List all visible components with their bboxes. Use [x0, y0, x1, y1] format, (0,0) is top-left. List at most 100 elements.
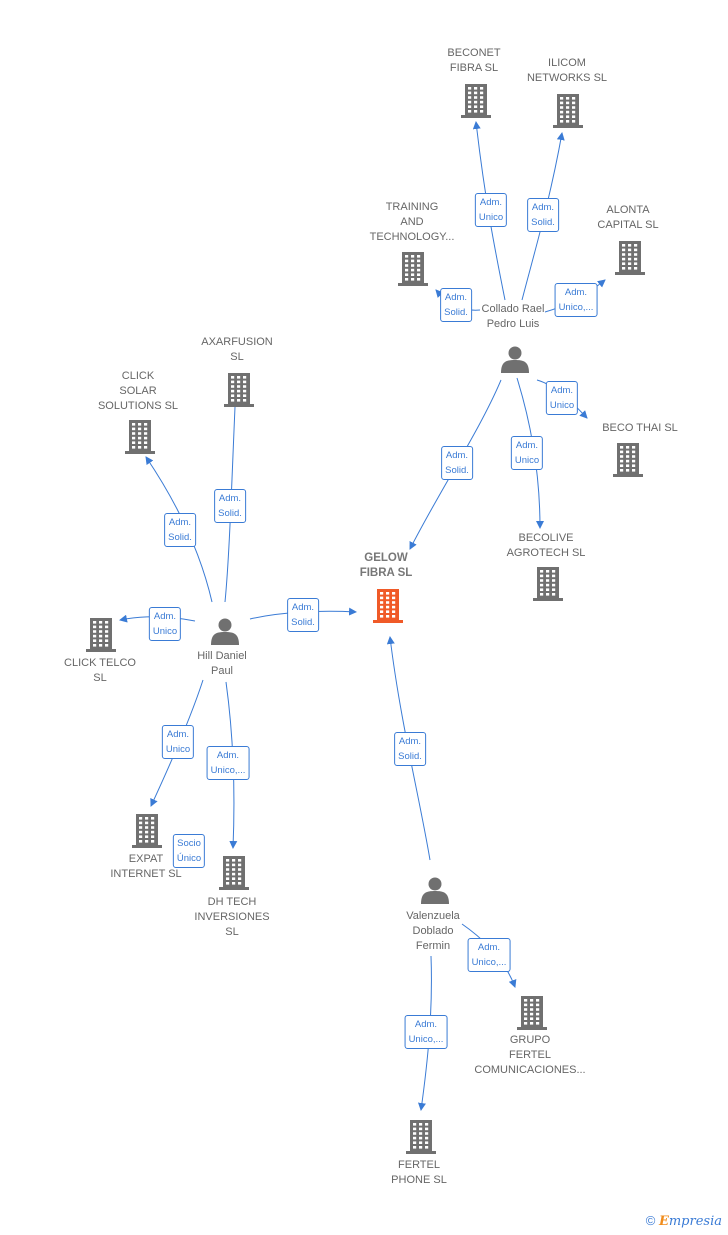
- edge-label-line: Solid.: [531, 217, 555, 228]
- node-label-line: COMUNICACIONES...: [474, 1063, 586, 1076]
- node-label-line: AND: [400, 215, 424, 228]
- edge-label-collado-to-training[interactable]: Adm.Solid.: [440, 288, 472, 322]
- node-label-line: ILICOM: [548, 57, 586, 69]
- node-label-line: FERTEL: [398, 1159, 440, 1171]
- edge-label-line: Unico,...: [558, 302, 594, 313]
- building-icon-becothai[interactable]: [613, 443, 643, 477]
- node-label-gelow[interactable]: GELOW FIBRA SL: [360, 551, 413, 581]
- edge-label-line: Solid.: [168, 532, 192, 543]
- edge-label-line: Adm.: [515, 440, 539, 451]
- node-label-clicksolar[interactable]: CLICK SOLAR SOLUTIONS SL: [98, 369, 178, 414]
- edge-label-line: Solid.: [445, 465, 469, 476]
- edge-label-hill-to-clicksolar[interactable]: Adm. Solid.: [164, 513, 196, 547]
- building-icon-gelow[interactable]: [373, 589, 403, 623]
- edge-label-line: Adm.: [218, 493, 242, 504]
- node-label-line: TRAINING: [385, 200, 439, 213]
- edge-label-line: Solid.: [444, 307, 468, 318]
- edge-label-line: Unico: [165, 744, 191, 755]
- building-icon-ilicom[interactable]: [553, 94, 583, 128]
- node-label-line: Fermin: [415, 939, 451, 952]
- edge-label-line: Solid.: [218, 508, 242, 519]
- edge-label-collado-to-ilicom[interactable]: Adm. Solid.: [527, 198, 559, 232]
- edge-label-collado-to-alonta[interactable]: Adm.Unico,...: [554, 283, 598, 317]
- node-label-becothai[interactable]: BECO THAI SL: [602, 421, 678, 436]
- edge-label-line: Adm.: [531, 202, 555, 213]
- node-label-line: FIBRA SL: [449, 62, 499, 74]
- node-label-line: Hill Daniel: [197, 650, 247, 662]
- node-label-line: GELOW: [364, 552, 408, 564]
- edge-label-hill-to-gelow[interactable]: Adm.Solid.: [287, 598, 319, 632]
- building-icon-fertelphone[interactable]: [406, 1120, 436, 1154]
- edge-label-collado-to-beconet[interactable]: Adm. Unico: [474, 193, 508, 227]
- edge-label-line: Unico: [152, 626, 178, 637]
- edge-label-valenzuela-to-fertelphone[interactable]: Adm.Unico,...: [404, 1015, 448, 1049]
- node-label-line: SOLUTIONS SL: [97, 399, 179, 412]
- node-label-line: AGROTECH SL: [506, 547, 586, 559]
- node-label-line: BECOLIVE: [518, 532, 574, 544]
- edge-label-hill-to-dhtech[interactable]: Adm.Unico,...: [206, 746, 250, 780]
- node-label-line: PHONE SL: [391, 1174, 447, 1186]
- edge-label-line: Adm.: [168, 517, 192, 528]
- building-icon-becolive[interactable]: [533, 567, 563, 601]
- person-icon-collado[interactable]: [501, 346, 529, 374]
- edge-label-line: Adm.: [550, 385, 574, 396]
- person-icon-hill[interactable]: [211, 618, 239, 646]
- node-label-line: Doblado: [412, 924, 454, 937]
- building-icon-expat[interactable]: [132, 814, 162, 848]
- edge-label-line: Solid.: [398, 751, 422, 762]
- node-label-becolive[interactable]: BECOLIVE AGROTECH SL: [507, 531, 586, 561]
- edge-label-collado-to-becolive[interactable]: Adm. Unico: [510, 436, 544, 470]
- edge-label-collado-to-becothai[interactable]: Adm.Unico: [545, 381, 579, 415]
- building-icon-dhtech[interactable]: [219, 856, 249, 890]
- edge-label-line: Socio: [177, 838, 201, 849]
- node-label-line: Pedro Luis: [486, 318, 540, 330]
- node-label-training[interactable]: TRAINING AND TECHNOLOGY...: [370, 200, 455, 245]
- edge-label-line: Adm.: [477, 942, 501, 953]
- brand-name: mpresia: [668, 1214, 722, 1229]
- brand-initial: E: [658, 1214, 669, 1229]
- edge-label-hill-to-axarfusion[interactable]: Adm. Solid.: [214, 489, 246, 523]
- node-label-line: INTERNET SL: [110, 868, 182, 880]
- node-label-line: TECHNOLOGY...: [369, 230, 455, 243]
- building-icon-grupofertel[interactable]: [517, 996, 547, 1030]
- edge-label-line: Unico: [514, 455, 540, 466]
- edge-label-line: Adm.: [414, 1019, 438, 1030]
- building-icon-axarfusion[interactable]: [224, 373, 254, 407]
- edge-label-line: Adm.: [479, 197, 503, 208]
- node-label-line: SOLAR: [119, 384, 157, 397]
- building-icon-beconet[interactable]: [461, 84, 491, 118]
- node-label-line: SL: [230, 351, 244, 363]
- edge-label-line: Unico: [478, 212, 504, 223]
- edge-label-line: Solid.: [291, 617, 315, 628]
- building-icon-clicksolar[interactable]: [125, 420, 155, 454]
- node-label-line: DH TECH: [207, 895, 257, 908]
- node-label-line: ALONTA: [606, 204, 650, 216]
- edge-label-hill-to-expat[interactable]: Adm.Unico: [161, 725, 195, 759]
- edge-label-hill-to-clicktelco[interactable]: Adm. Unico: [148, 607, 182, 641]
- building-icon-clicktelco[interactable]: [86, 618, 116, 652]
- edge-label-valenzuela-to-grupofertel[interactable]: Adm.Unico,...: [467, 938, 511, 972]
- edge-label-line: Adm.: [153, 611, 177, 622]
- person-icon-valenzuela[interactable]: [421, 877, 449, 905]
- building-icon-alonta[interactable]: [615, 241, 645, 275]
- node-label-line: CLICK: [121, 369, 155, 382]
- node-label-line: INVERSIONES: [194, 910, 270, 923]
- edge-label-collado-to-gelow[interactable]: Adm.Solid.: [441, 446, 473, 480]
- node-label-line: FIBRA SL: [359, 567, 413, 579]
- edge-label-valenzuela-to-gelow[interactable]: Adm. Solid.: [394, 732, 426, 766]
- node-label-fertelphone[interactable]: FERTEL PHONE SL: [391, 1158, 447, 1188]
- edge-label-line: Adm.: [398, 736, 422, 747]
- building-icon-training[interactable]: [398, 252, 428, 286]
